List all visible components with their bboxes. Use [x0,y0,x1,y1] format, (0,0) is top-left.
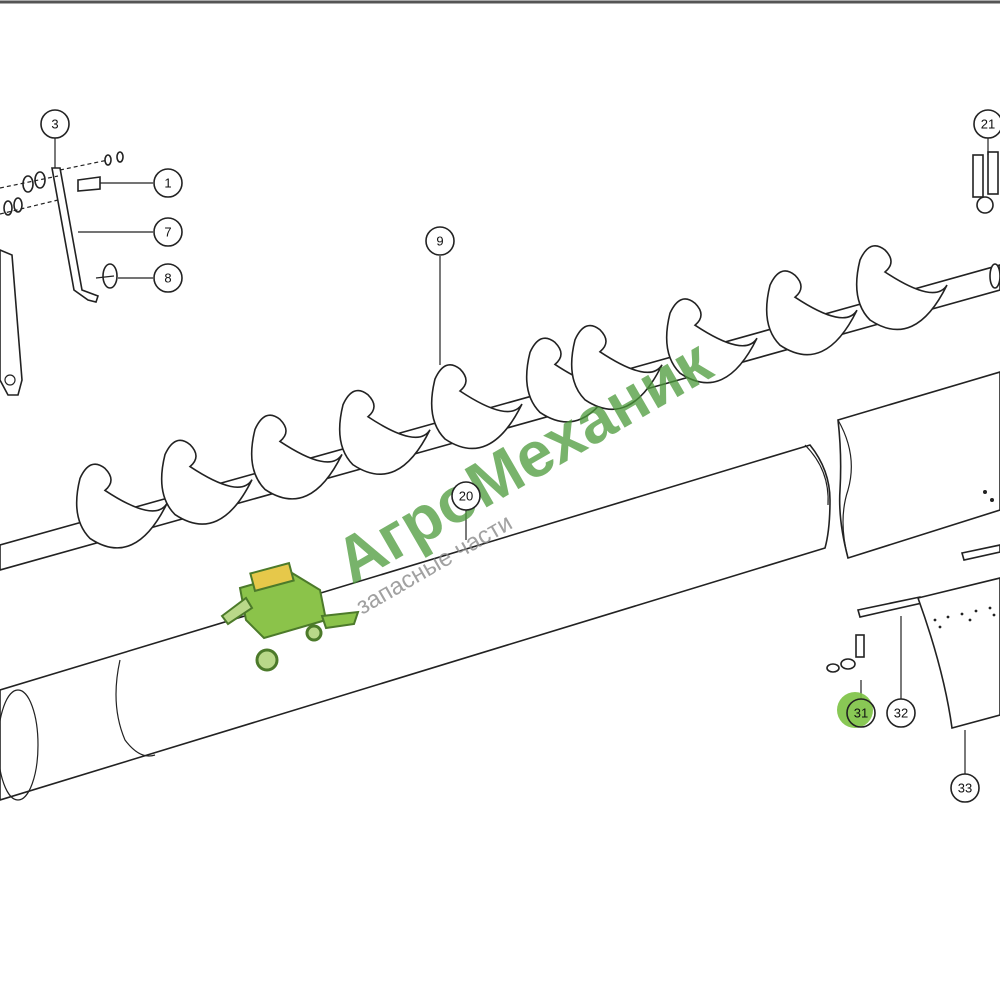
right-bracket [972,151,999,214]
callout-8-label: 8 [164,271,171,286]
callout-20: 20 [451,481,481,511]
callout-3-label: 3 [51,117,58,132]
plate-33 [916,577,1000,730]
callout-32-label: 32 [894,706,908,721]
callout-32: 32 [886,698,916,728]
bolt-31 [826,634,865,673]
left-bracket-assembly [0,151,124,396]
right-tube-section [837,371,1000,560]
auger-flighting [75,244,948,549]
callout-21-label: 21 [981,117,995,132]
callout-31-highlight [837,692,873,728]
callout-1: 1 [153,168,183,198]
callout-3: 3 [40,109,70,139]
callout-1-label: 1 [164,176,171,191]
callout-33-label: 33 [958,781,972,796]
auger-flight-3 [250,414,343,500]
callout-21: 21 [973,109,1000,139]
auger-flight-10 [855,244,948,331]
auger-flight-9 [765,270,858,356]
callout-33: 33 [950,773,980,803]
callout-8: 8 [153,263,183,293]
auger-flight-7 [570,324,663,410]
auger-flight-8 [665,298,758,384]
callout-9-label: 9 [436,234,443,249]
callout-20-label: 20 [459,489,473,504]
callout-31-label: 31 [854,706,868,721]
auger-flight-4 [338,389,431,475]
callout-7: 7 [153,217,183,247]
callout-9: 9 [425,226,455,256]
auger-flight-5 [430,363,523,450]
leader-lines [54,136,989,775]
combine-harvester-icon [220,561,360,672]
auger-trough-tube [0,444,831,801]
callout-31: 31 [837,692,876,728]
auger-flight-2 [160,439,253,525]
auger-flight-1 [75,463,168,549]
callout-7-label: 7 [164,225,171,240]
